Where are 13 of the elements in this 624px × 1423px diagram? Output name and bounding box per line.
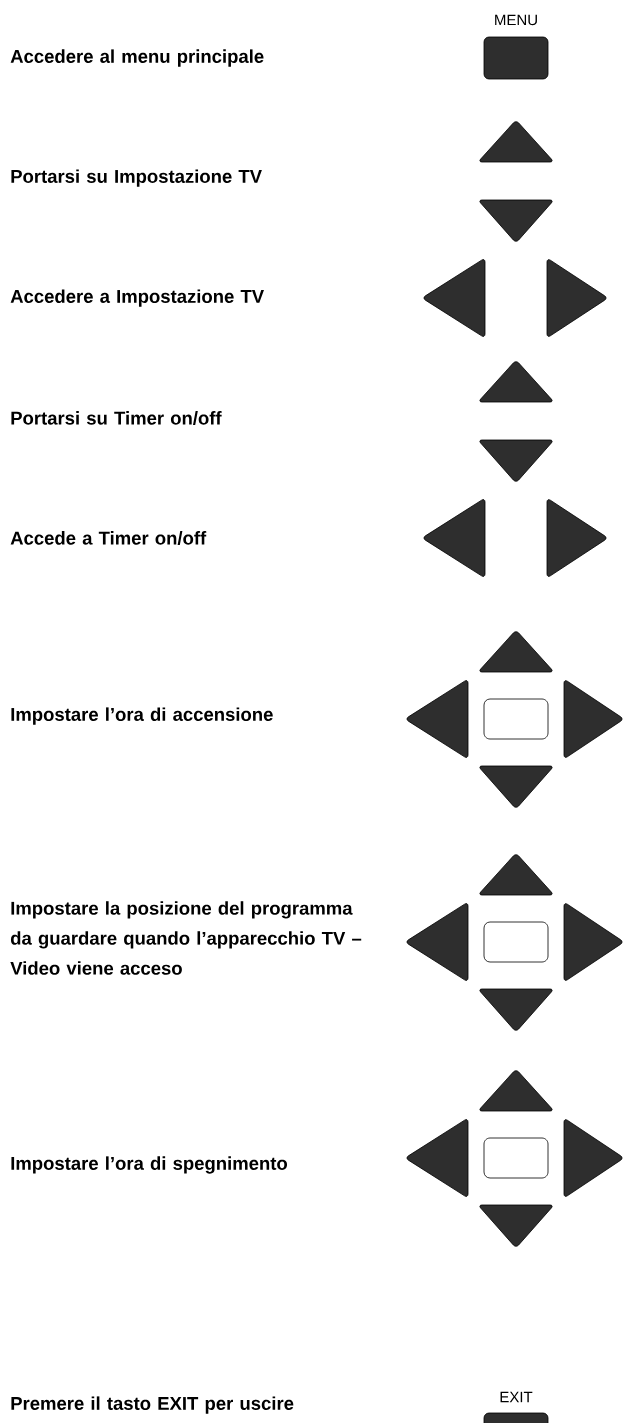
instruction-text: Accedere a Impostazione TV: [10, 289, 264, 307]
instruction-text: Impostare l’ora di accensione: [11, 707, 273, 725]
instruction-text: Portarsi su Impostazione TV: [11, 169, 262, 187]
instruction-text: Accedere al menu principale: [10, 49, 264, 67]
remote-button: MENU: [483, 14, 549, 80]
instruction-text: Premere il tasto EXIT per uscire: [11, 1396, 294, 1414]
node-label: MENU: [495, 14, 537, 26]
instruction-text: Portarsi su Timer on/off: [11, 411, 222, 425]
instruction-text: Accede a Timer on/off: [10, 531, 207, 545]
remote-button: EXIT: [483, 1391, 549, 1423]
instruction-text: Impostare la posizione del programma da guardare quando l’apparecchio TV – Video viene acceso: [10, 901, 362, 975]
instruction-text: Impostare l’ora di spegnimento: [11, 1156, 287, 1174]
node-label: EXIT: [500, 1391, 533, 1403]
